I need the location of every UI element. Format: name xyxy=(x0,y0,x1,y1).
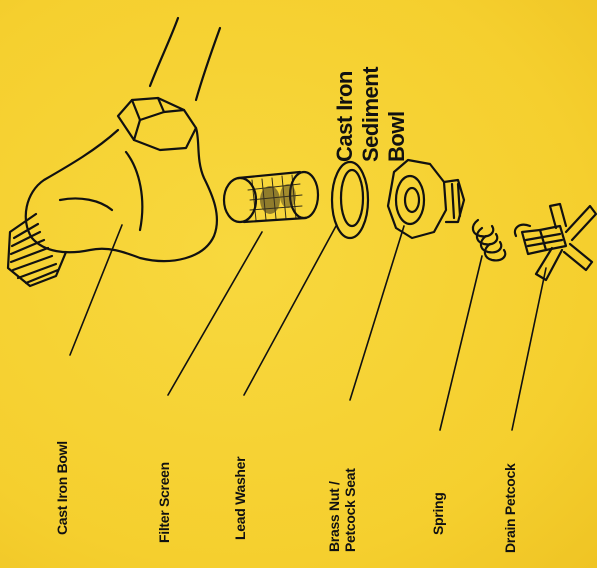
label-cast-iron-bowl: Cast Iron Bowl xyxy=(54,441,70,535)
label-lead-washer: Lead Washer xyxy=(232,457,248,540)
label-drain-petcock: Drain Petcock xyxy=(502,464,518,553)
lead-washer-part xyxy=(332,162,368,238)
brass-nut-part xyxy=(388,160,464,238)
title-line-1: Cast Iron xyxy=(332,67,358,162)
spring-part xyxy=(473,220,505,260)
label-brass-nut-line2: Petcock Seat xyxy=(342,468,358,552)
leader-lines xyxy=(70,225,546,430)
title-line-3: Bowl xyxy=(384,67,410,162)
drain-petcock-part xyxy=(515,204,596,280)
label-filter-screen: Filter Screen xyxy=(156,462,172,543)
diagram-title: Cast Iron Sediment Bowl xyxy=(332,67,410,162)
label-brass-nut: Brass Nut / Petcock Seat xyxy=(326,468,358,552)
label-spring: Spring xyxy=(430,492,446,535)
label-brass-nut-line1: Brass Nut / xyxy=(326,468,342,552)
filter-screen-part xyxy=(224,172,318,222)
title-line-2: Sediment xyxy=(358,67,384,162)
